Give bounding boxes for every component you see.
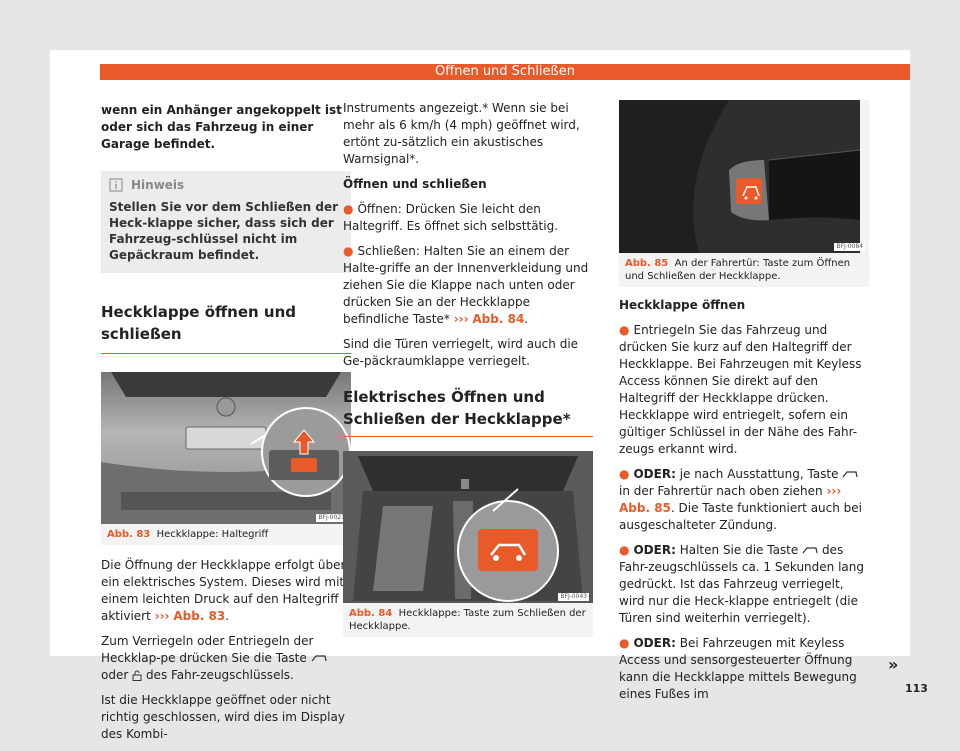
paragraph-doors-locked: Sind die Türen verriegelt, wird auch die… <box>343 337 579 368</box>
b3-text-b: des Fahr-zeugschlüssels ca. 1 Sekunden l… <box>619 543 864 625</box>
bullet-dot: ● <box>619 323 630 337</box>
bullet-close-text: Schließen: Halten Sie an einem der Halte… <box>343 244 589 326</box>
figure-84-image: BFJ-0043 <box>343 451 593 603</box>
link-abb-83[interactable]: Abb. 83 <box>173 609 226 623</box>
column-right: BFJ-0084 Abb. 85 An der Fahrertür: Taste… <box>619 100 869 711</box>
figure-84-label: Abb. 84 <box>349 608 393 619</box>
tailgate-icon <box>842 471 858 478</box>
paragraph-display: Ist die Heckklappe geöffnet oder nicht r… <box>101 693 345 741</box>
p2-text-a: Zum Verriegeln oder Entriegeln der Heckk… <box>101 634 314 665</box>
paragraph-opening-system: Die Öffnung der Heckklappe erfolgt über … <box>101 557 351 625</box>
figure-83-label: Abb. 83 <box>107 529 151 540</box>
subheading-heckklappe-oeffnen: Heckklappe öffnen <box>619 298 746 312</box>
column-middle: Instruments angezeigt.* Wenn sie bei meh… <box>343 100 593 637</box>
figure-84-caption: Abb. 84 Heckklappe: Taste zum Schließen … <box>343 603 593 637</box>
paragraph-instruments: Instruments angezeigt.* Wenn sie bei meh… <box>343 101 580 166</box>
page-header: Öffnen und Schließen <box>100 64 910 80</box>
b2-text-b: in der Fahrertür nach oben ziehen <box>619 484 823 498</box>
section-heading: Heckklappe öffnen und schließen <box>101 301 351 354</box>
car-rear-handle-illustration <box>101 372 351 524</box>
figure-83-image: BFJ-0021 <box>101 372 351 524</box>
p2-text-c: des Fahr-zeugschlüssels. <box>145 668 294 682</box>
figure-84: BFJ-0043 Abb. 84 Heckklappe: Taste zum S… <box>343 451 593 637</box>
bullet-close: ●Schließen: Halten Sie an einem der Halt… <box>343 243 593 328</box>
b4-text: Bei Fahrzeugen mit Keyless Access und se… <box>619 636 857 701</box>
section-title-heckklappe: Heckklappe öffnen und schließen <box>101 303 297 343</box>
info-icon <box>109 178 123 192</box>
or-label: ODER: <box>633 636 676 650</box>
figure-84-caption-text: Heckklappe: Taste zum Schließen der Heck… <box>349 608 586 632</box>
figure-85: BFJ-0084 Abb. 85 An der Fahrertür: Taste… <box>619 100 869 287</box>
figure-85-code: BFJ-0084 <box>834 243 865 251</box>
paragraph-lock-unlock: Zum Verriegeln oder Entriegeln der Heckk… <box>101 633 351 684</box>
hint-title: Hinweis <box>131 178 185 192</box>
b2-text-a: je nach Ausstattung, Taste <box>679 467 839 481</box>
figure-85-caption: Abb. 85 An der Fahrertür: Taste zum Öffn… <box>619 253 869 287</box>
b2-arrows: ››› <box>453 312 469 326</box>
bullet-dot: ● <box>619 467 630 481</box>
hint-box: Hinweis Stellen Sie vor dem Schließen de… <box>101 171 351 273</box>
hint-header: Hinweis <box>101 171 351 199</box>
b2-text-c: . Die Taste funktioniert auch bei ausges… <box>619 501 863 532</box>
b2-end: . <box>524 312 529 326</box>
tailgate-icon <box>311 655 327 662</box>
p1-end: . <box>225 609 230 623</box>
figure-85-label: Abb. 85 <box>625 258 669 269</box>
bullet-unlock: ●Entriegeln Sie das Fahrzeug und drücken… <box>619 322 869 458</box>
bullet-dot: ● <box>343 202 354 216</box>
figure-85-caption-text: An der Fahrertür: Taste zum Öffnen und S… <box>625 258 851 282</box>
bullet-open-text: Öffnen: Drücken Sie leicht den Haltegrif… <box>343 202 559 233</box>
subheading-open-close: Öffnen und schließen <box>343 177 487 191</box>
section-heading-electric: Elektrisches Öffnen und Schließen der He… <box>343 386 593 437</box>
figure-83: BFJ-0021 Abb. 83 Heckklappe: Haltegriff <box>101 372 351 545</box>
bullet-dot: ● <box>619 543 630 557</box>
continue-marker: » <box>888 655 899 674</box>
trunk-interior-illustration <box>343 451 593 603</box>
bullet-dot: ● <box>619 636 630 650</box>
or-label: ODER: <box>633 467 676 481</box>
intro-bold-text: wenn ein Anhänger angekoppelt ist oder s… <box>101 103 342 151</box>
driver-door-button-illustration <box>619 100 861 253</box>
p1-arrows: ››› <box>154 609 170 623</box>
bullet-or-door: ●ODER: je nach Ausstattung, Taste in der… <box>619 466 869 534</box>
link-abb-84[interactable]: Abb. 84 <box>472 312 525 326</box>
p1-text: Die Öffnung der Heckklappe erfolgt über … <box>101 558 346 623</box>
bullet-unlock-text: Entriegeln Sie das Fahrzeug und drücken … <box>619 323 862 456</box>
figure-83-caption: Abb. 83 Heckklappe: Haltegriff <box>101 524 351 545</box>
unlock-icon <box>132 670 142 681</box>
manual-page: Öffnen und Schließen wenn ein Anhänger a… <box>50 50 928 741</box>
page-number: 113 <box>905 682 928 695</box>
b3-text-a: Halten Sie die Taste <box>679 543 799 557</box>
hint-text: Stellen Sie vor dem Schließen der Heck-k… <box>109 200 339 262</box>
or-label: ODER: <box>633 543 676 557</box>
figure-83-code: BFJ-0021 <box>316 514 347 522</box>
section-title-electric: Elektrisches Öffnen und Schließen der He… <box>343 388 571 428</box>
figure-84-code: BFJ-0043 <box>558 593 589 601</box>
bullet-or-key: ●ODER: Halten Sie die Taste des Fahr-zeu… <box>619 542 869 627</box>
link-abb-85[interactable]: Abb. 85 <box>619 501 671 515</box>
column-left: wenn ein Anhänger angekoppelt ist oder s… <box>101 100 351 751</box>
tailgate-icon <box>802 547 818 554</box>
figure-83-caption-text: Heckklappe: Haltegriff <box>156 529 269 540</box>
bullet-or-keyless: ●ODER: Bei Fahrzeugen mit Keyless Access… <box>619 635 869 703</box>
b2-arrows: ››› <box>826 484 842 498</box>
figure-85-image: BFJ-0084 <box>619 100 869 253</box>
bullet-open: ●Öffnen: Drücken Sie leicht den Haltegri… <box>343 201 593 235</box>
p2-text-b: oder <box>101 668 129 682</box>
bullet-dot: ● <box>343 244 354 258</box>
